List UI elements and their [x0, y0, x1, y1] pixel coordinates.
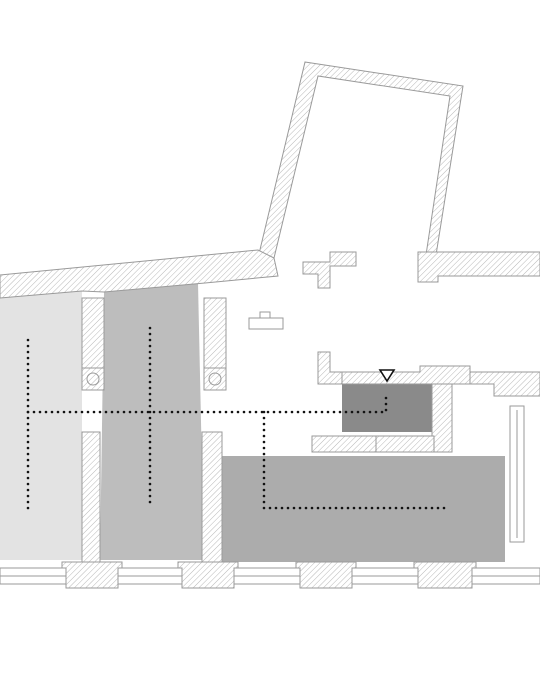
south-pier-4: [413, 561, 477, 589]
pier-west-lower: [81, 431, 101, 563]
main-north-wall: [0, 249, 279, 299]
fixture-knob: [259, 311, 271, 319]
pier-center-upper: [203, 297, 227, 373]
north-door-stub-left: [302, 251, 357, 289]
partition-left: [311, 435, 377, 453]
zone-south: [222, 456, 505, 562]
south-pier-1: [61, 561, 123, 589]
north-wing-wall: [257, 61, 464, 259]
walls: [0, 61, 540, 589]
pier-west-column: [81, 367, 105, 391]
fixture-rect: [248, 317, 284, 330]
route-main-horizontal: [26, 394, 388, 414]
east-wall-segment: [469, 371, 540, 397]
south-pier-3: [295, 561, 357, 589]
south-pier-2: [177, 561, 239, 589]
entrance-wall-west: [317, 351, 343, 385]
column-center-circle: [208, 372, 222, 386]
entrance-triangle-icon: [378, 369, 396, 383]
route-south-branch: [262, 410, 448, 510]
entrance-wall-east: [431, 383, 453, 453]
partition-right: [375, 435, 435, 453]
pier-center-lower: [201, 431, 223, 563]
north-east-wall: [417, 251, 540, 283]
entrance-wall-north: [341, 365, 471, 385]
zones: [0, 283, 505, 562]
zone-center: [100, 283, 204, 560]
pier-west-upper: [81, 297, 105, 373]
column-west-circle: [86, 372, 100, 386]
zone-entrance: [342, 384, 432, 432]
routes: [26, 326, 448, 514]
zone-west: [0, 291, 82, 560]
pier-center-column: [203, 367, 227, 391]
column-details: [86, 372, 222, 386]
